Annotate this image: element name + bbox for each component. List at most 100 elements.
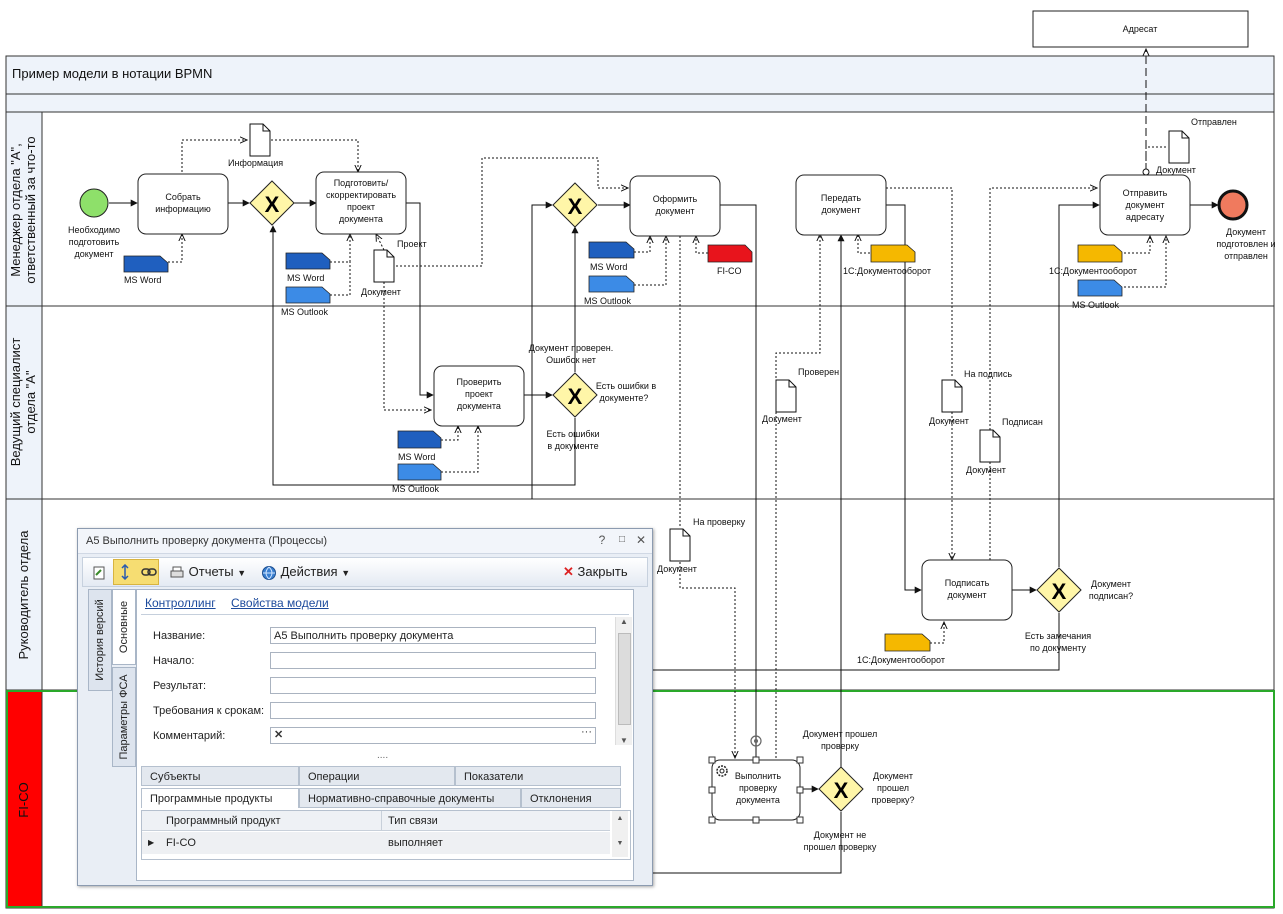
tab-software[interactable]: Программные продукты [141, 788, 299, 808]
task-send-document[interactable] [1099, 174, 1191, 236]
ms-outlook-badge[interactable] [1077, 279, 1123, 297]
svg-text:X: X [1052, 579, 1067, 604]
label-project: Проект [397, 239, 427, 249]
ellipsis-button[interactable]: ··· [581, 726, 592, 738]
start-field[interactable] [270, 652, 596, 669]
reports-button[interactable]: Отчеты ▼ [169, 562, 246, 582]
tab-reference-docs[interactable]: Нормативно-справочные документы [299, 788, 521, 808]
association [1124, 236, 1150, 254]
association [858, 234, 870, 254]
participant-addressee-label: Адресат [1123, 24, 1158, 34]
ms-word-badge[interactable] [588, 241, 635, 259]
deadlines-field[interactable] [270, 702, 596, 719]
side-tabs: История версий Основные Параметры ФСА [84, 589, 136, 799]
flow [652, 812, 842, 874]
data-object[interactable] [979, 429, 1001, 463]
table-scrollbar[interactable]: ▲▼ [612, 811, 628, 857]
gateways: X X X X X [249, 180, 1082, 812]
association [271, 139, 358, 172]
more-indicator[interactable]: .... [377, 750, 389, 761]
printer-icon [170, 566, 184, 578]
data-object[interactable] [941, 379, 963, 413]
data-object[interactable] [775, 379, 797, 413]
gateway[interactable]: X [552, 182, 598, 228]
task-pass-document[interactable] [795, 174, 887, 236]
app-badges [123, 241, 1123, 652]
dialog-title: А5 Выполнить проверку документа (Процесс… [86, 535, 328, 547]
close-button[interactable]: ✕ Закрыть [563, 564, 628, 579]
help-icon[interactable]: ? [598, 533, 606, 547]
selection-handles[interactable] [708, 756, 804, 824]
tab-subjects[interactable]: Субъекты [141, 766, 299, 786]
flow [531, 201, 553, 499]
arrows-icon[interactable] [117, 564, 133, 581]
task-format-document[interactable] [629, 175, 721, 237]
table-cell[interactable]: FI-CO [160, 832, 382, 854]
task-check-project[interactable] [433, 365, 525, 427]
label-doc-checked-ok: Документ проверен.Ошибок нет [529, 343, 613, 365]
link-icon[interactable] [140, 564, 157, 580]
ms-word-badge[interactable] [397, 430, 442, 449]
clear-icon[interactable]: ✕ [274, 729, 284, 741]
tab-version-history[interactable]: История версий [88, 589, 112, 691]
form-scrollbar[interactable]: ▲ ▼ [615, 617, 632, 745]
ms-outlook-badge[interactable] [397, 463, 442, 481]
association [441, 426, 458, 441]
row-selector-icon[interactable]: ▶ [142, 832, 160, 854]
doc-flow-badge[interactable] [884, 633, 931, 652]
label-sent: Отправлен [1191, 117, 1237, 127]
association [696, 236, 708, 254]
gateway[interactable]: X [249, 180, 295, 226]
tab-fsa-params[interactable]: Параметры ФСА [112, 667, 136, 767]
rotate-handle-icon[interactable] [750, 735, 762, 747]
task-sign-document[interactable] [921, 559, 1013, 621]
actions-button[interactable]: Действия ▼ [261, 562, 350, 582]
link-controlling[interactable]: Контроллинг [145, 596, 216, 610]
close-x-icon: ✕ [563, 564, 574, 579]
gateway[interactable]: X [552, 372, 598, 418]
lane-fico-header [5, 689, 43, 909]
ms-outlook-badge[interactable] [588, 275, 635, 293]
association [679, 562, 735, 758]
tab-deviations[interactable]: Отклонения [521, 788, 621, 808]
doc-flow-badge[interactable] [1077, 244, 1123, 263]
maximize-icon[interactable]: □ [618, 534, 626, 545]
table-cell[interactable]: выполняет [382, 832, 610, 854]
ms-word-badge[interactable] [285, 252, 331, 270]
data-object[interactable] [373, 249, 395, 283]
name-field[interactable]: А5 Выполнить проверку документа [270, 627, 596, 644]
participant-addressee[interactable] [1032, 10, 1249, 48]
association [775, 234, 820, 758]
field-label-comment: Комментарий: [153, 730, 226, 742]
data-object[interactable] [249, 123, 271, 157]
tab-main[interactable]: Основные [112, 589, 136, 665]
doc-flow-badge[interactable] [870, 244, 916, 263]
label-document: Документ [361, 287, 401, 297]
gateway[interactable]: X [818, 766, 864, 812]
label-information: Информация [228, 158, 283, 168]
task-collect-info[interactable] [137, 173, 229, 235]
close-window-icon[interactable]: ✕ [635, 533, 647, 547]
comment-field[interactable] [270, 727, 596, 744]
task-prepare-project[interactable] [315, 171, 407, 235]
fico-badge[interactable] [707, 244, 753, 263]
gateway[interactable]: X [1036, 567, 1082, 613]
properties-dialog[interactable]: А5 Выполнить проверку документа (Процесс… [77, 528, 653, 886]
dialog-titlebar[interactable]: А5 Выполнить проверку документа (Процесс… [78, 529, 652, 554]
data-object[interactable] [669, 528, 691, 562]
label-checked: Проверен [798, 367, 839, 377]
end-event[interactable] [1217, 189, 1249, 221]
edit-icon[interactable] [91, 562, 107, 582]
link-model-properties[interactable]: Свойства модели [231, 596, 329, 610]
label-document: Документ [657, 564, 697, 574]
result-field[interactable] [270, 677, 596, 694]
diagram-title: Пример модели в нотации BPMN [12, 66, 212, 81]
tab-operations[interactable]: Операции [299, 766, 455, 786]
ms-word-badge[interactable] [123, 255, 169, 273]
tab-indicators[interactable]: Показатели [455, 766, 621, 786]
ms-outlook-badge[interactable] [285, 286, 331, 304]
start-event[interactable] [79, 188, 109, 218]
data-object[interactable] [1168, 130, 1190, 164]
